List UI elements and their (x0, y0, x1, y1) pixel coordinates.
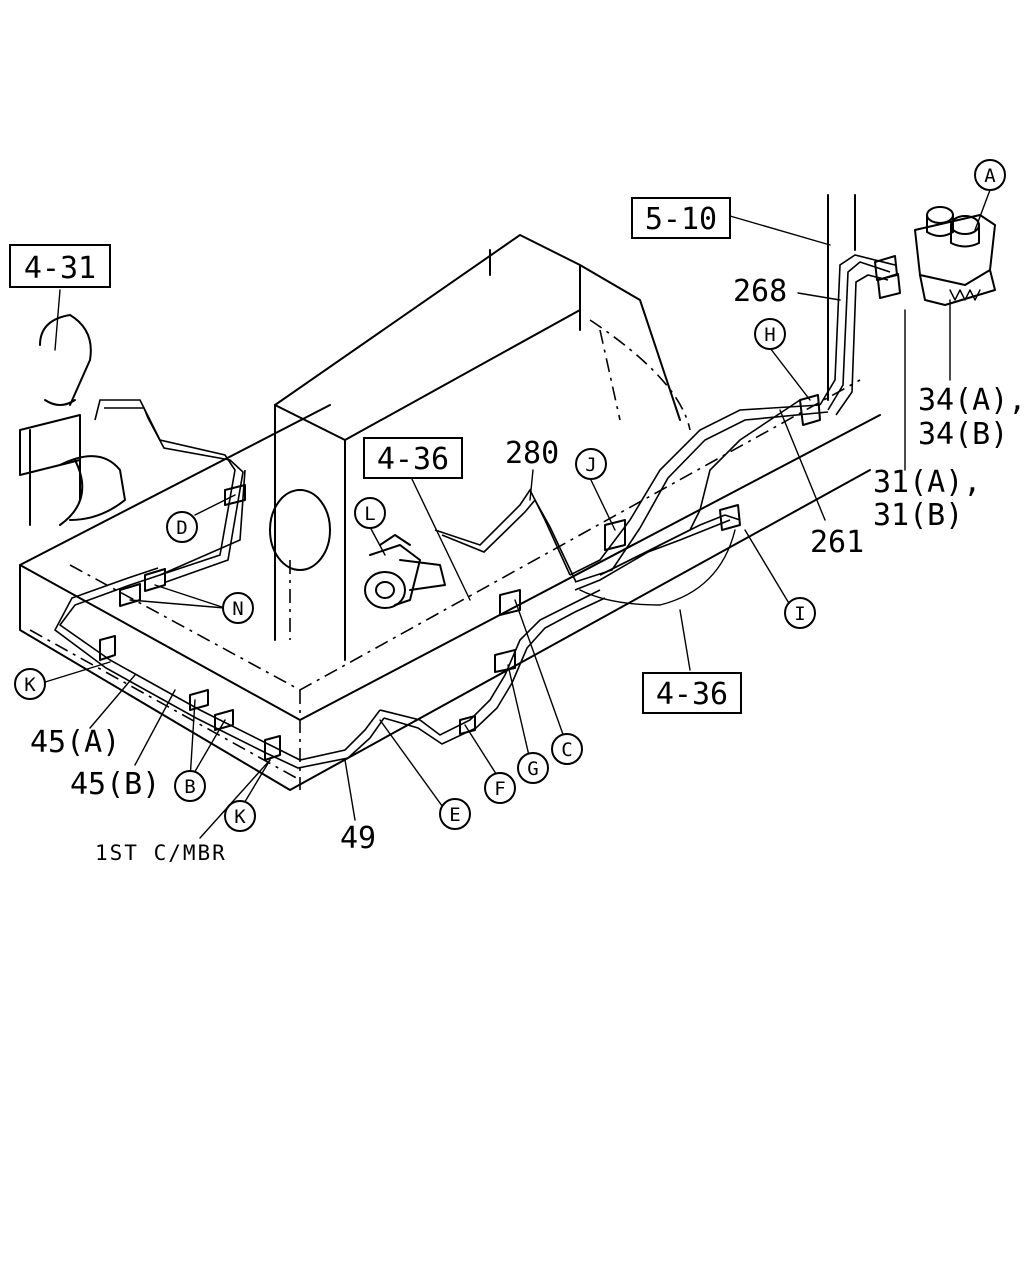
callout-b-label: B (184, 776, 195, 798)
callout-e-label: E (449, 804, 460, 826)
callout-f: F (484, 772, 516, 804)
proportioning-valve (364, 534, 446, 609)
engine-block (269, 234, 691, 661)
flex-hose (579, 529, 736, 606)
callout-l: L (354, 497, 386, 529)
callout-c-label: C (561, 739, 572, 761)
frame-outline (19, 379, 881, 791)
callout-n-label: N (232, 598, 243, 620)
part-49: 49 (340, 821, 376, 856)
callout-g-label: G (527, 758, 538, 780)
callout-n: N (222, 592, 254, 624)
ref-box-5-10: 5-10 (631, 197, 731, 239)
support-column (827, 194, 856, 401)
part-31b: 31(B) (873, 498, 963, 533)
part-261: 261 (810, 525, 864, 560)
callout-g: G (517, 752, 549, 784)
callout-f-label: F (494, 778, 505, 800)
part-31a: 31(A), (873, 465, 981, 500)
callout-j: J (575, 448, 607, 480)
callout-a-label: A (984, 165, 996, 187)
pipe-clips (99, 255, 901, 761)
callout-k-upper-label: K (24, 674, 36, 696)
callout-k-lower-label: K (234, 806, 246, 828)
part-34b: 34(B) (918, 417, 1008, 452)
ref-box-4-31: 4-31 (9, 244, 111, 288)
crossmember-note: 1ST C/MBR (95, 841, 227, 865)
engine-pulley (269, 489, 331, 571)
ref-label-4-36-upper: 4-36 (377, 442, 449, 477)
callout-i-label: I (794, 603, 805, 625)
callout-h: H (754, 318, 786, 350)
callout-j-label: J (585, 454, 596, 476)
callout-k-lower: K (224, 800, 256, 832)
part-280: 280 (505, 436, 559, 471)
callout-d-label: D (176, 517, 187, 539)
part-268: 268 (733, 274, 787, 309)
callout-e: E (439, 798, 471, 830)
ref-box-4-36-upper: 4-36 (363, 437, 463, 479)
callout-h-label: H (764, 324, 775, 346)
callout-c: C (551, 733, 583, 765)
part-34a: 34(A), (918, 383, 1024, 418)
leader-lines (41, 189, 991, 839)
callout-a: A (974, 159, 1006, 191)
callout-b: B (174, 770, 206, 802)
ref-label-5-10: 5-10 (645, 202, 717, 237)
callout-d: D (166, 511, 198, 543)
ref-label-4-31: 4-31 (24, 251, 96, 286)
ref-box-4-36-lower: 4-36 (642, 672, 742, 714)
callout-k-upper: K (14, 668, 46, 700)
brake-pipes (53, 254, 896, 769)
ref-label-4-36-lower: 4-36 (656, 677, 728, 712)
brake-reservoir (914, 206, 996, 306)
callout-i: I (784, 597, 816, 629)
part-45b: 45(B) (70, 767, 160, 802)
master-cylinder (19, 314, 126, 526)
callout-l-label: L (364, 503, 375, 525)
part-45a: 45(A) (30, 725, 120, 760)
